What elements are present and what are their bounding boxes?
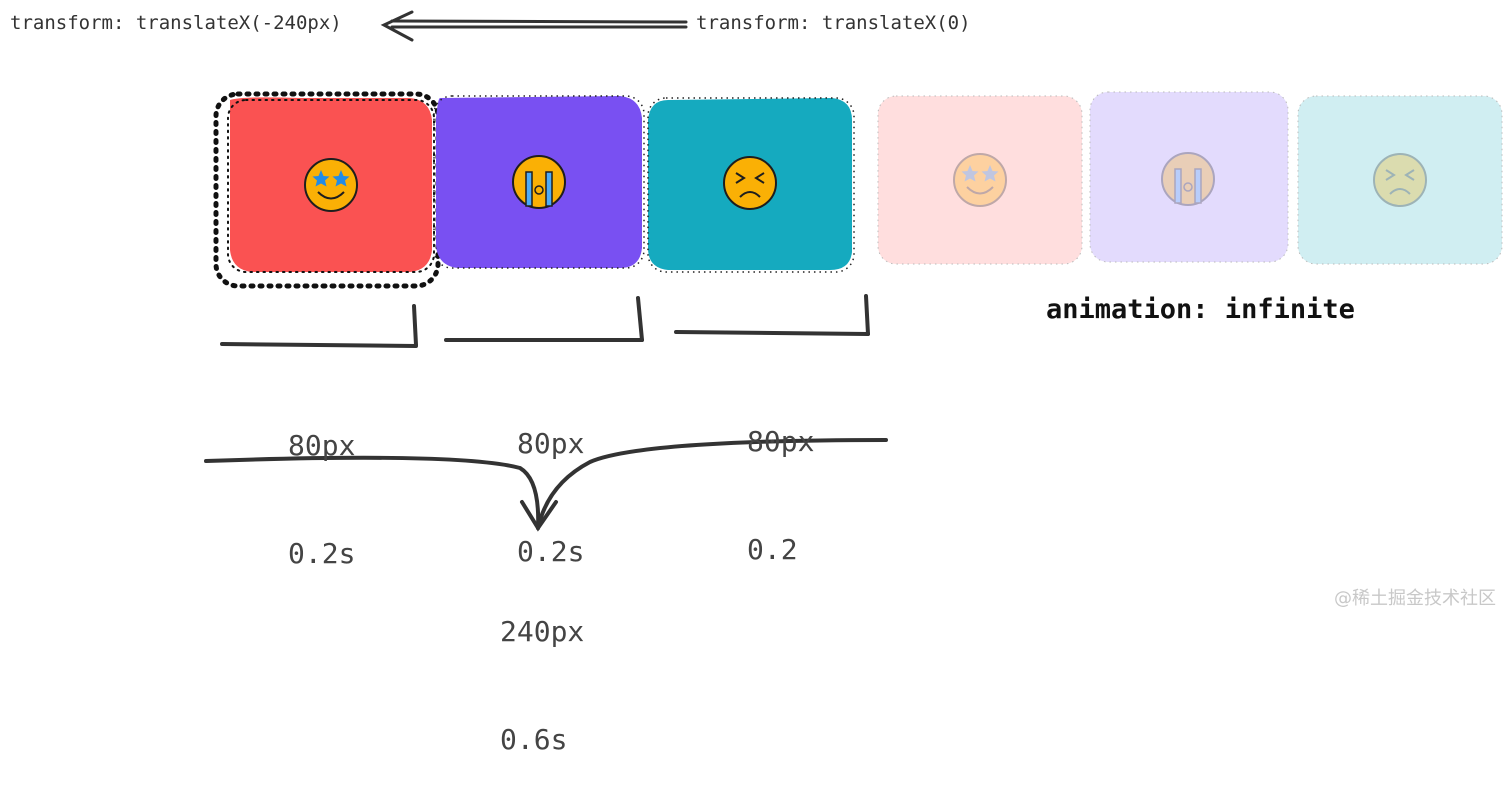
total-distance: 240px bbox=[500, 615, 585, 648]
segment-bracket-2 bbox=[444, 296, 644, 342]
segment-label-3: 80px 0.2 bbox=[747, 352, 814, 604]
selection-outline-inner bbox=[227, 99, 435, 273]
diagram-canvas bbox=[204, 10, 1503, 532]
total-label: 240px 0.6s bbox=[500, 542, 584, 794]
confounded-face-icon bbox=[1373, 153, 1427, 207]
segment-bracket-3 bbox=[674, 294, 870, 336]
crying-face-icon bbox=[1161, 152, 1215, 206]
segment-distance: 80px bbox=[517, 427, 585, 460]
card-6 bbox=[1297, 95, 1503, 265]
segment-label-1: 80px 0.2s bbox=[288, 356, 355, 608]
watermark: @稀土掘金技术社区 bbox=[1334, 588, 1496, 609]
star-struck-face-icon bbox=[953, 153, 1007, 207]
star-struck-face-icon bbox=[304, 158, 358, 212]
total-duration: 0.6s bbox=[500, 723, 568, 756]
segment-duration: 0.2 bbox=[747, 533, 798, 566]
transform-start-label: transform: translateX(-240px) bbox=[10, 12, 342, 34]
segment-distance: 80px bbox=[288, 429, 356, 462]
transform-end-label: transform: translateX(0) bbox=[696, 12, 971, 34]
crying-face-icon bbox=[512, 155, 566, 209]
segment-duration: 0.2s bbox=[288, 537, 356, 570]
segment-bracket-1 bbox=[220, 304, 418, 348]
confounded-face-icon bbox=[723, 156, 777, 210]
card-4 bbox=[877, 95, 1083, 265]
card-5 bbox=[1089, 91, 1289, 263]
translate-arrow bbox=[380, 10, 688, 42]
segment-label-2: 80px 0.2s bbox=[517, 354, 584, 606]
animation-infinite-label: animation: infinite bbox=[1046, 294, 1355, 325]
total-merge-arrow bbox=[204, 438, 888, 532]
segment-distance: 80px bbox=[747, 425, 815, 458]
segment-duration: 0.2s bbox=[517, 535, 585, 568]
